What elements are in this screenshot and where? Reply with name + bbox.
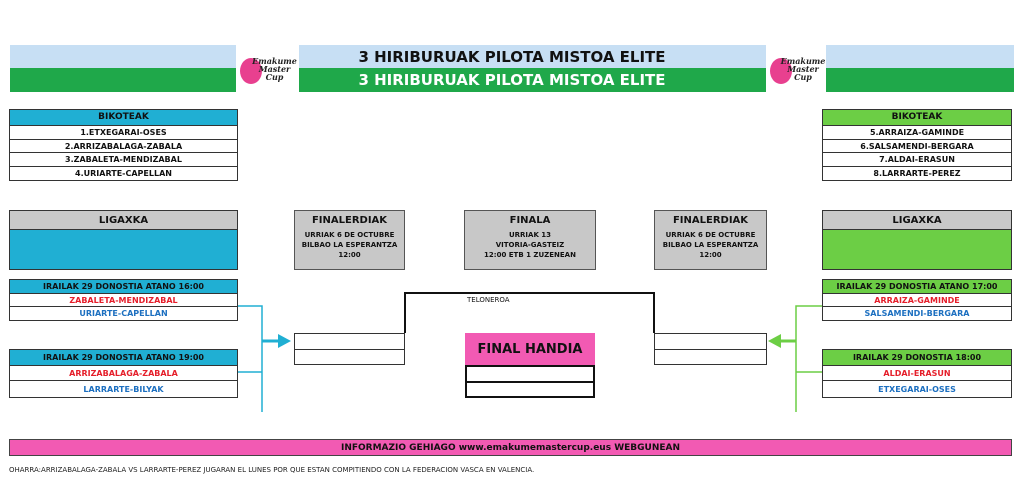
final-panel: FINALA URRIAK 13 VITORIA-GASTEIZ 12:00 E… xyxy=(464,210,596,270)
logo-text-1: Emakume xyxy=(252,56,297,66)
left-match-1-header: IRAILAK 29 DONOSTIA ATANO 16:00 xyxy=(10,280,237,294)
right-pair-8: 8.LARRARTE-PEREZ xyxy=(873,169,961,179)
right-arrow-icon xyxy=(768,334,781,348)
logo-circle-icon xyxy=(240,58,262,84)
logo-left: Emakume Master Cup xyxy=(236,44,299,94)
logo-text-3: Cup xyxy=(794,72,812,82)
left-match-2-team-b: LARRARTE-BILYAK xyxy=(83,384,164,394)
left-pairs-title: BIKOTEAK xyxy=(10,110,237,126)
semi-left-panel: FINALERDIAK URRIAK 6 DE OCTUBRE BILBAO L… xyxy=(294,210,405,270)
left-league-title: LIGAXKA xyxy=(10,211,237,230)
right-match-2-team-a: ALDAI-ERASUN xyxy=(823,366,1011,382)
semi-right-title: FINALERDIAK xyxy=(672,215,749,226)
right-match-2-header: IRAILAK 29 DONOSTIA 18:00 xyxy=(823,350,1011,366)
semi-right-panel: FINALERDIAK URRIAK 6 DE OCTUBRE BILBAO L… xyxy=(654,210,767,270)
bracket-line-final xyxy=(404,292,655,333)
semi-right-line2: BILBAO LA ESPERANTZA xyxy=(662,241,759,249)
left-arrow-icon xyxy=(278,334,291,348)
right-pairs-table: BIKOTEAK 5.ARRAIZA-GAMINDE 6.SALSAMENDI-… xyxy=(822,109,1012,181)
semi-left-line1: URRIAK 6 DE OCTUBRE xyxy=(304,231,395,239)
logo-text-3: Cup xyxy=(265,72,284,82)
header-title-bottom: 3 HIRIBURUAK PILOTA MISTOA ELITE xyxy=(358,71,666,89)
info-bar: INFORMAZIO GEHIAGO www.emakumemastercup.… xyxy=(9,439,1012,456)
semi-left-line2: BILBAO LA ESPERANTZA xyxy=(301,241,398,249)
right-match-1-team-b: SALSAMENDI-BERGARA xyxy=(864,309,970,319)
left-match-1: IRAILAK 29 DONOSTIA ATANO 16:00 ZABALETA… xyxy=(9,279,238,321)
right-match-2-team-b: ETXEGARAI-OSES xyxy=(878,384,956,394)
final-handia-header: FINAL HANDIA xyxy=(465,333,595,365)
right-pairs-title: BIKOTEAK xyxy=(823,110,1011,126)
right-league: LIGAXKA xyxy=(822,210,1012,270)
left-match-1-team-b: URIARTE-CAPELLAN xyxy=(79,309,168,319)
right-pair-6: 6.SALSAMENDI-BERGARA xyxy=(823,140,1011,154)
right-match-1: IRAILAK 29 DONOSTIA ATANO 17:00 ARRAIZA-… xyxy=(822,279,1012,321)
right-pair-5: 5.ARRAIZA-GAMINDE xyxy=(823,126,1011,140)
semi-right-line1: URRIAK 6 DE OCTUBRE xyxy=(665,231,756,239)
left-match-2-team-a: ARRIZABALAGA-ZABALA xyxy=(10,366,237,382)
left-match-2-header: IRAILAK 29 DONOSTIA ATANO 19:00 xyxy=(10,350,237,366)
left-pairs-table: BIKOTEAK 1.ETXEGARAI-OSES 2.ARRIZABALAGA… xyxy=(9,109,238,181)
right-match-1-header: IRAILAK 29 DONOSTIA ATANO 17:00 xyxy=(823,280,1011,294)
final-line2: VITORIA-GASTEIZ xyxy=(495,241,565,249)
logo-right: Emakume Master Cup xyxy=(766,44,826,94)
left-pair-1: 1.ETXEGARAI-OSES xyxy=(10,126,237,140)
logo-circle-icon xyxy=(770,58,792,84)
semi-left-line3: 12:00 xyxy=(338,251,361,259)
final-line3: 12:00 ETB 1 ZUZENEAN xyxy=(484,251,576,259)
left-pair-4: 4.URIARTE-CAPELLAN xyxy=(75,169,172,179)
footnote: OHARRA:ARRIZABALAGA-ZABALA VS LARRARTE-P… xyxy=(9,466,535,474)
logo-text-2: Master xyxy=(258,64,291,74)
semi-left-slot xyxy=(294,333,405,365)
semi-right-slot xyxy=(654,333,767,365)
right-league-title: LIGAXKA xyxy=(823,211,1011,230)
right-connector-top xyxy=(795,305,822,412)
right-match-2: IRAILAK 29 DONOSTIA 18:00 ALDAI-ERASUN E… xyxy=(822,349,1012,398)
left-league: LIGAXKA xyxy=(9,210,238,270)
logo-text-1: Emakume xyxy=(780,56,826,66)
left-league-color-block xyxy=(10,230,237,269)
info-bar-text: INFORMAZIO GEHIAGO www.emakumemastercup.… xyxy=(340,442,681,453)
semi-left-title: FINALERDIAK xyxy=(311,215,388,226)
left-pair-3: 3.ZABALETA-MENDIZABAL xyxy=(10,153,237,168)
header-band-bottom: 3 HIRIBURUAK PILOTA MISTOA ELITE xyxy=(10,68,1014,92)
teloneroa-label: TELONEROA xyxy=(467,296,510,304)
left-match-2: IRAILAK 29 DONOSTIA ATANO 19:00 ARRIZABA… xyxy=(9,349,238,398)
left-connector-top xyxy=(238,305,263,412)
final-handia-slot xyxy=(465,365,595,398)
final-title: FINALA xyxy=(509,215,551,226)
final-handia-title: FINAL HANDIA xyxy=(477,341,583,357)
header-title-top: 3 HIRIBURUAK PILOTA MISTOA ELITE xyxy=(358,47,666,66)
left-pair-2: 2.ARRIZABALAGA-ZABALA xyxy=(10,140,237,154)
right-match-1-team-a: ARRAIZA-GAMINDE xyxy=(823,294,1011,308)
logo-text-2: Master xyxy=(787,64,819,74)
semi-right-line3: 12:00 xyxy=(699,251,722,259)
right-league-color-block xyxy=(823,230,1011,269)
final-line1: URRIAK 13 xyxy=(508,231,552,239)
left-match-1-team-a: ZABALETA-MENDIZABAL xyxy=(10,294,237,308)
right-pair-7: 7.ALDAI-ERASUN xyxy=(823,153,1011,168)
